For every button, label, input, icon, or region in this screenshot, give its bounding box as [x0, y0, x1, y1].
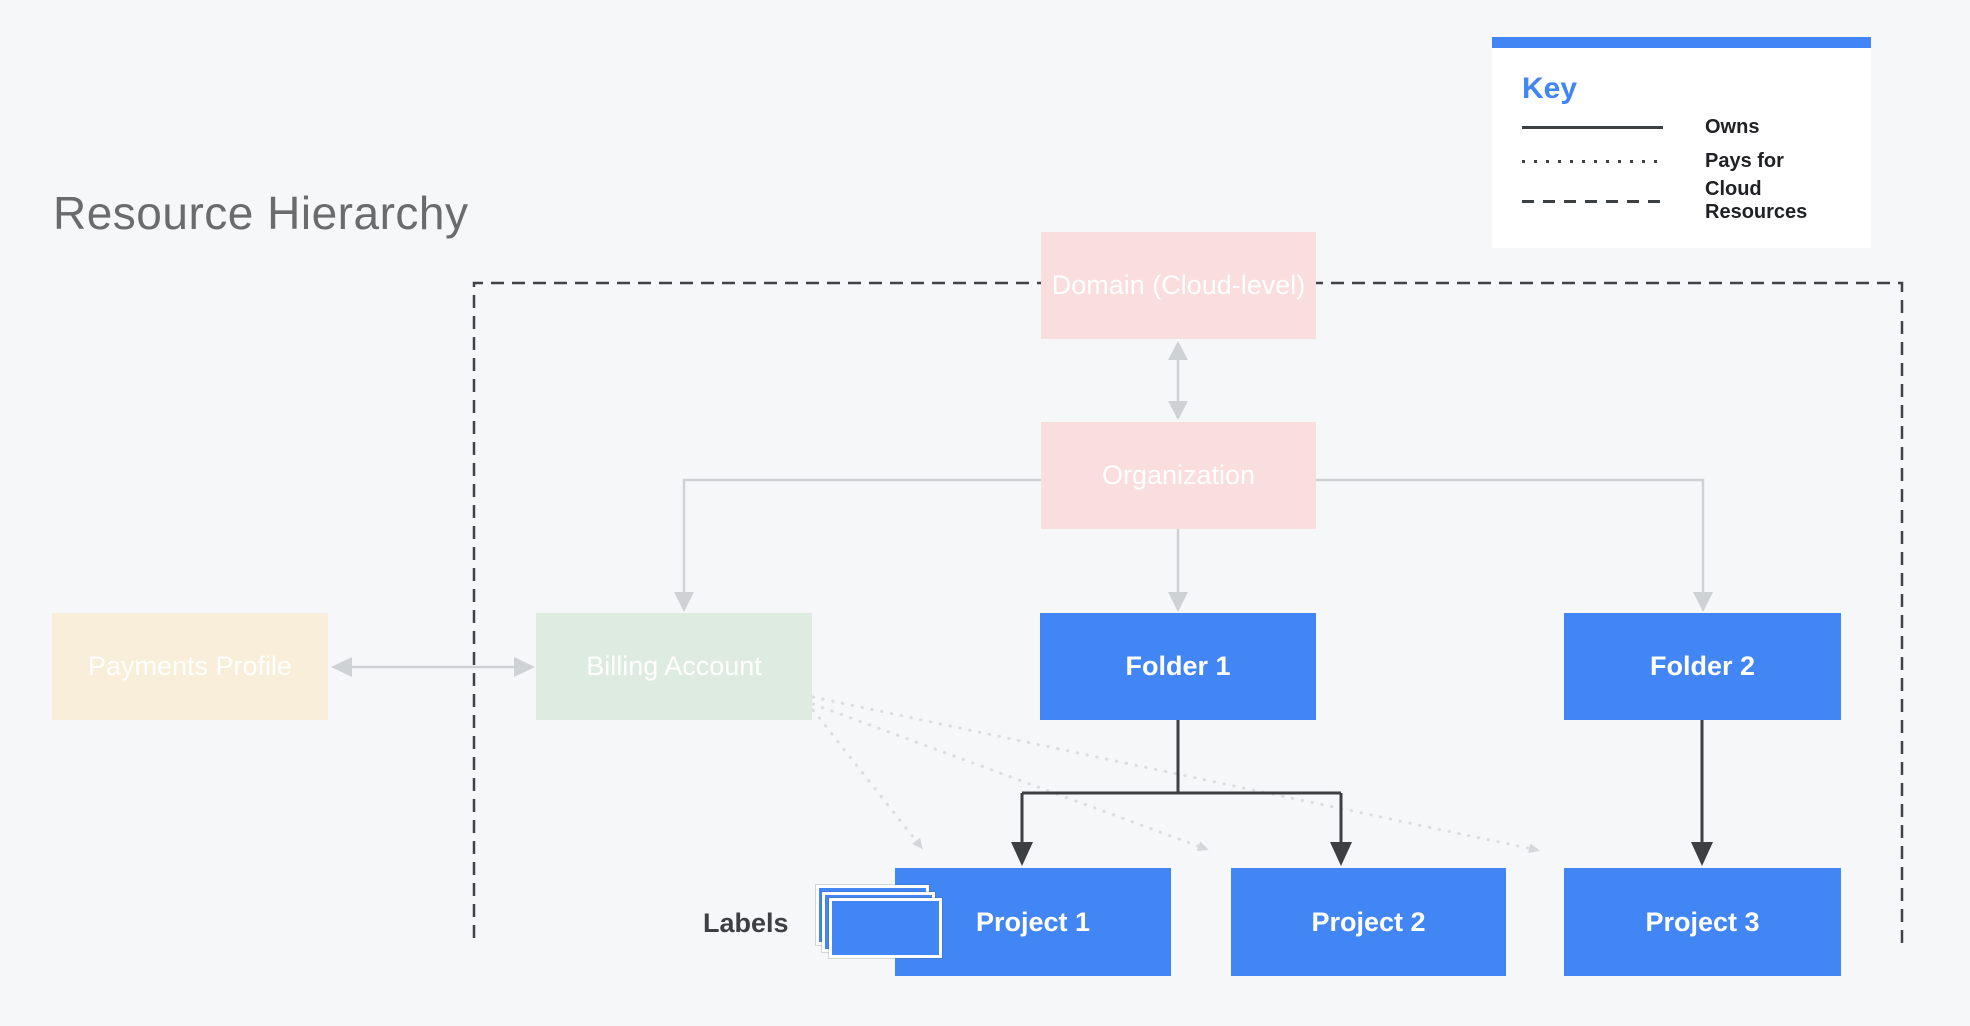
pays-for-billing-to-project2 [811, 702, 1209, 851]
node-project-2-label: Project 2 [1311, 906, 1426, 937]
node-organization-label: Organization [1101, 460, 1256, 490]
pays-for-billing-to-project1 [811, 708, 923, 850]
arrowhead-down-into-org [1168, 401, 1188, 420]
node-folder-1-label: Folder 1 [1125, 651, 1231, 681]
key-body: Key Owns Pays for Cloud Resources [1492, 48, 1871, 248]
arrowhead-into-payments [331, 657, 352, 677]
labels-stack-icon [816, 885, 946, 963]
pays-for-line-sample [1522, 159, 1663, 163]
arrowhead-into-billing-left [514, 657, 535, 677]
key-accent-bar [1492, 37, 1871, 48]
key-legend: Key Owns Pays for Cloud Resources [1492, 37, 1871, 248]
arrowhead-into-project1 [1011, 842, 1033, 866]
arrowhead-into-project3 [1691, 842, 1713, 866]
owns-arrowheads [331, 341, 1713, 677]
node-folder-2-label: Folder 2 [1649, 651, 1756, 681]
node-folder-1: Folder 1 [1040, 613, 1316, 720]
node-project-3: Project 3 [1564, 868, 1841, 976]
key-title: Key [1522, 72, 1578, 105]
owns-line-sample [1522, 125, 1663, 129]
arrowhead-into-folder1 [1168, 592, 1188, 612]
page-title: Resource Hierarchy [53, 187, 469, 239]
folder-project-connectors [1020, 720, 1704, 844]
owns-line-org-to-billing [682, 478, 1041, 598]
node-organization: Organization [1041, 422, 1316, 529]
owns-line-org-to-folder2 [1316, 478, 1705, 598]
arrowhead-into-folder2 [1693, 592, 1713, 612]
node-domain: Domain (Cloud-level) [1041, 232, 1316, 339]
key-row-pays-for: Pays for [1522, 144, 1871, 178]
node-billing-account: Billing Account [536, 613, 812, 720]
owns-lines [350, 352, 1705, 669]
node-domain-label: Domain (Cloud-level) [1051, 270, 1306, 300]
node-payments-profile: Payments Profile [52, 613, 328, 720]
node-folder-2: Folder 2 [1564, 613, 1841, 720]
key-label-owns: Owns [1705, 115, 1760, 138]
arrowhead-up-into-domain [1168, 341, 1188, 360]
label-card-front-icon [829, 898, 942, 958]
key-label-pays-for: Pays for [1705, 149, 1784, 172]
pays-for-billing-to-project3 [811, 695, 1540, 854]
cloud-resources-line-sample [1522, 199, 1663, 203]
pays-for-lines [811, 695, 1540, 854]
node-billing-account-label: Billing Account [586, 651, 762, 681]
node-project-2: Project 2 [1231, 868, 1506, 976]
node-project-1-label: Project 1 [975, 906, 1091, 937]
node-project-3-label: Project 3 [1645, 906, 1760, 937]
node-payments-profile-label: Payments Profile [87, 651, 293, 681]
key-label-cloud-resources: Cloud Resources [1705, 178, 1808, 223]
key-row-cloud-resources: Cloud Resources [1522, 178, 1871, 224]
arrowhead-into-billing [674, 592, 694, 612]
dark-arrowheads [1011, 842, 1713, 866]
labels-caption: Labels [703, 908, 789, 938]
arrowhead-into-project2 [1330, 842, 1352, 866]
key-row-owns: Owns [1522, 110, 1871, 144]
